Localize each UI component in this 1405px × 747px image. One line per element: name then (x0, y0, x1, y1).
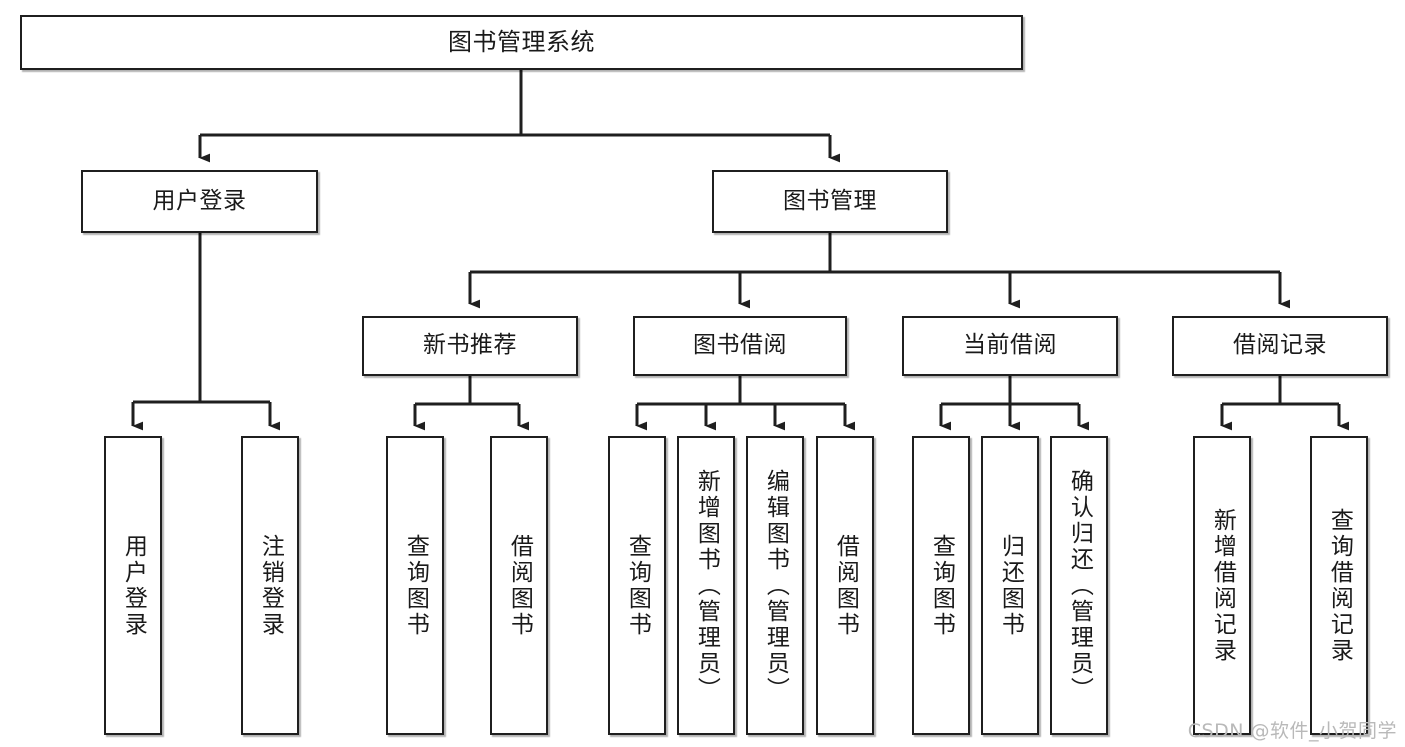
node-book-manage-label: 图书管理 (783, 187, 877, 214)
node-leaf-logout[interactable]: 注销登录 (241, 436, 299, 735)
node-new-book-recommend-label: 新书推荐 (423, 332, 517, 359)
node-leaf-return-book[interactable]: 归还图书 (981, 436, 1039, 735)
node-borrow-record[interactable]: 借阅记录 (1172, 316, 1388, 376)
node-current-borrow[interactable]: 当前借阅 (902, 316, 1118, 376)
node-leaf-return-book-label: 归还图书 (997, 533, 1024, 638)
node-new-book-recommend[interactable]: 新书推荐 (362, 316, 578, 376)
node-current-borrow-label: 当前借阅 (963, 332, 1057, 359)
node-leaf-query-book-2[interactable]: 查询图书 (608, 436, 666, 735)
node-leaf-query-record[interactable]: 查询借阅记录 (1310, 436, 1368, 735)
node-leaf-add-book[interactable]: 新增图书（管理员） (677, 436, 735, 735)
node-user-login[interactable]: 用户登录 (81, 170, 318, 233)
node-leaf-user-login-label: 用户登录 (120, 533, 147, 638)
node-book-borrow-label: 图书借阅 (693, 332, 787, 359)
node-leaf-borrow-book-2-label: 借阅图书 (832, 533, 859, 638)
node-leaf-query-book-2-label: 查询图书 (624, 533, 651, 638)
node-user-login-label: 用户登录 (152, 187, 247, 214)
node-leaf-query-record-label: 查询借阅记录 (1326, 507, 1353, 664)
node-leaf-add-book-label: 新增图书（管理员） (693, 468, 720, 703)
node-leaf-logout-label: 注销登录 (257, 533, 284, 638)
node-book-manage[interactable]: 图书管理 (712, 170, 948, 233)
node-leaf-query-book-3[interactable]: 查询图书 (912, 436, 970, 735)
node-leaf-confirm-return[interactable]: 确认归还（管理员） (1050, 436, 1108, 735)
node-root[interactable]: 图书管理系统 (20, 15, 1023, 70)
node-leaf-borrow-book-1-label: 借阅图书 (506, 533, 533, 638)
node-leaf-query-book-1-label: 查询图书 (402, 533, 429, 638)
node-leaf-add-record[interactable]: 新增借阅记录 (1193, 436, 1251, 735)
node-leaf-query-book-1[interactable]: 查询图书 (386, 436, 444, 735)
node-leaf-confirm-return-label: 确认归还（管理员） (1066, 468, 1093, 703)
node-leaf-query-book-3-label: 查询图书 (928, 533, 955, 638)
node-leaf-add-record-label: 新增借阅记录 (1209, 507, 1236, 664)
node-borrow-record-label: 借阅记录 (1233, 332, 1327, 359)
node-root-label: 图书管理系统 (448, 28, 595, 57)
node-book-borrow[interactable]: 图书借阅 (633, 316, 847, 376)
node-leaf-user-login[interactable]: 用户登录 (104, 436, 162, 735)
csdn-watermark: CSDN @软件_小贺同学 (1187, 720, 1397, 742)
node-leaf-borrow-book-2[interactable]: 借阅图书 (816, 436, 874, 735)
node-leaf-borrow-book-1[interactable]: 借阅图书 (490, 436, 548, 735)
node-leaf-edit-book-label: 编辑图书（管理员） (762, 468, 789, 703)
node-leaf-edit-book[interactable]: 编辑图书（管理员） (746, 436, 804, 735)
